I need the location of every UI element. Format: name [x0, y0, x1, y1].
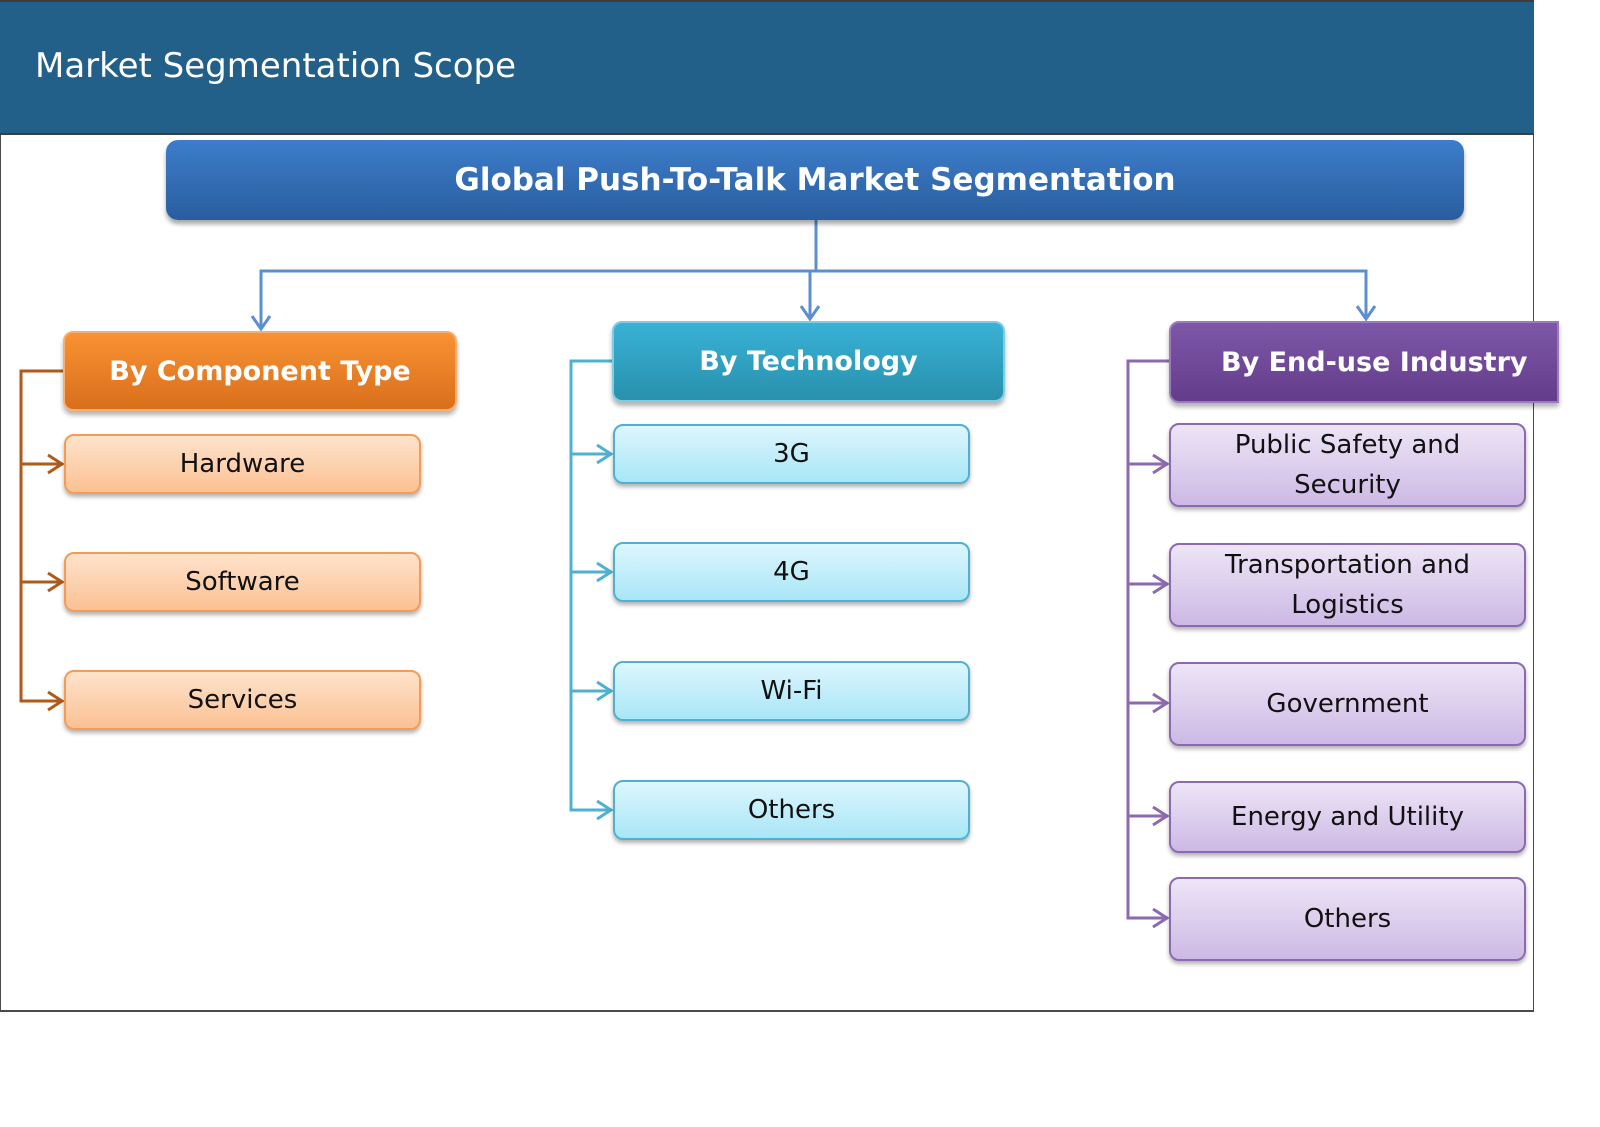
item-public-safety: Public Safety and Security: [1169, 423, 1526, 507]
category-technology: By Technology: [612, 321, 1005, 402]
component-connector: [19, 369, 65, 712]
item-technology-others: Others: [613, 780, 970, 840]
root-connector: [250, 220, 1377, 332]
item-label: Government: [1266, 689, 1429, 719]
page-title: Market Segmentation Scope: [35, 46, 517, 86]
item-label: Public Safety and Security: [1234, 430, 1461, 500]
category-component-type: By Component Type: [63, 331, 457, 411]
item-label: Services: [187, 685, 298, 715]
arrow-head-technology: [799, 305, 821, 322]
item-label: Wi-Fi: [760, 676, 823, 706]
item-wifi: Wi-Fi: [613, 661, 970, 721]
item-label: Software: [185, 567, 300, 597]
arrow-head-component: [250, 315, 272, 332]
industry-connector: [1126, 359, 1171, 929]
item-energy-utility: Energy and Utility: [1169, 781, 1526, 853]
category-label: By End-use Industry: [1221, 346, 1528, 378]
item-label: Others: [747, 795, 836, 825]
item-label: Transportation and Logistics: [1225, 550, 1470, 620]
root-node: Global Push-To-Talk Market Segmentation: [166, 140, 1464, 220]
item-hardware: Hardware: [64, 434, 421, 494]
arrow-head-industry: [1355, 305, 1377, 322]
category-label: By Technology: [699, 346, 918, 377]
item-3g: 3G: [613, 424, 970, 484]
header-bar: Market Segmentation Scope: [0, 0, 1534, 135]
root-label: Global Push-To-Talk Market Segmentation: [454, 162, 1176, 198]
category-label: By Component Type: [109, 355, 411, 387]
item-software: Software: [64, 552, 421, 612]
item-government: Government: [1169, 662, 1526, 746]
item-label: Energy and Utility: [1231, 802, 1464, 832]
technology-connector: [569, 359, 614, 821]
item-label: Others: [1303, 904, 1392, 934]
item-label: 4G: [773, 557, 810, 587]
item-transportation: Transportation and Logistics: [1169, 543, 1526, 627]
item-label: 3G: [773, 439, 810, 469]
item-services: Services: [64, 670, 421, 730]
item-label: Hardware: [179, 449, 306, 479]
item-4g: 4G: [613, 542, 970, 602]
item-industry-others: Others: [1169, 877, 1526, 961]
category-end-use-industry: By End-use Industry: [1169, 321, 1559, 403]
